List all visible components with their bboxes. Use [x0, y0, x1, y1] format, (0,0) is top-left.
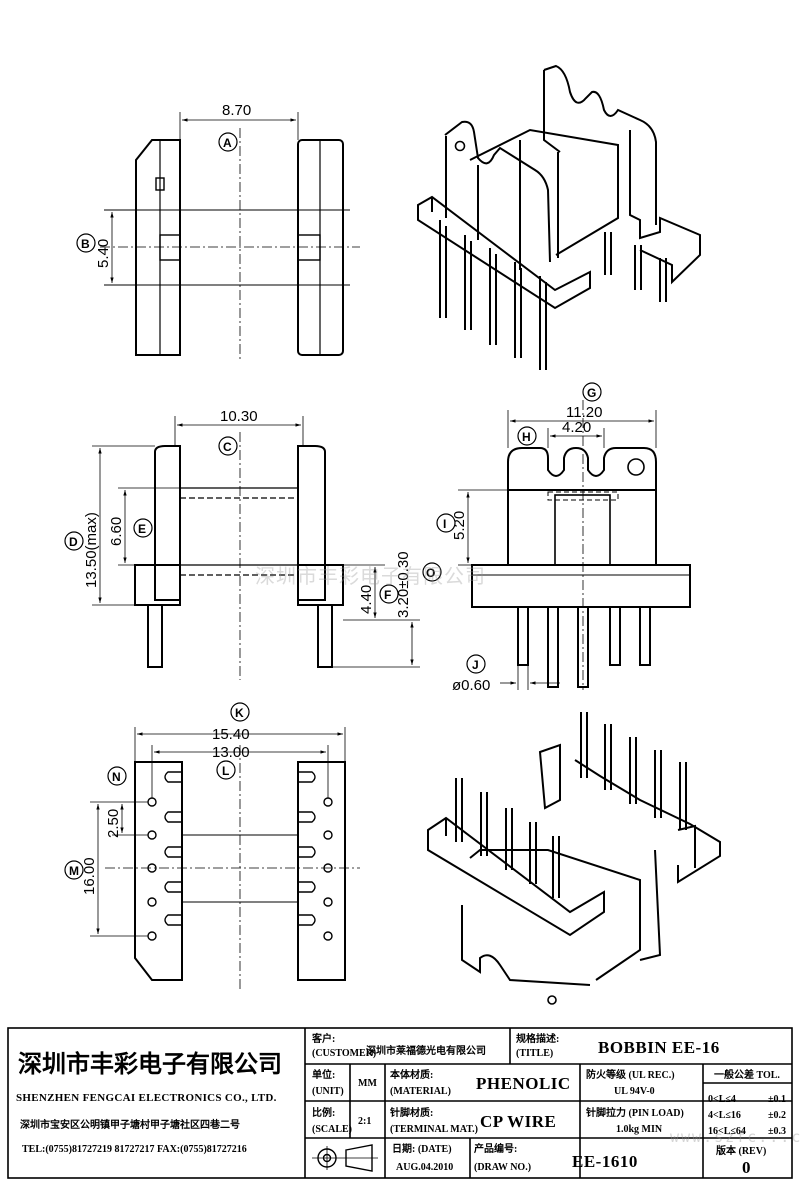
- terminal-key-en: (TERMINAL MAT.): [390, 1124, 478, 1135]
- terminal-key: 针脚材质:: [390, 1108, 434, 1119]
- material-key-en: (MATERIAL): [390, 1086, 451, 1097]
- svg-text:6.60: 6.60: [108, 517, 125, 546]
- svg-text:11.20: 11.20: [566, 404, 602, 421]
- dim-H: H 4.20: [517, 419, 591, 446]
- date-key: 日期: (DATE): [392, 1144, 452, 1155]
- front-view: [92, 416, 420, 680]
- svg-text:4.40: 4.40: [358, 585, 375, 614]
- svg-text:G: G: [587, 386, 596, 400]
- svg-text:J: J: [472, 658, 479, 672]
- customer-key: 客户:: [312, 1034, 336, 1045]
- dim-C: 10.30 C: [218, 408, 258, 456]
- drawno-key: 产品编号:: [474, 1144, 518, 1155]
- customer-key-en: (CUSTOMER): [312, 1048, 377, 1059]
- dim-L: 13.00 L: [212, 744, 250, 780]
- dim-N: N 2.50: [105, 766, 127, 838]
- tolerance-value-2: ±0.2: [768, 1110, 786, 1121]
- isometric-view-upper: [417, 64, 701, 370]
- terminal-value: CP WIRE: [480, 1112, 557, 1131]
- tolerance-value-3: ±0.3: [768, 1126, 786, 1137]
- svg-text:D: D: [69, 535, 78, 549]
- scale-key-en: (SCALE): [312, 1124, 353, 1135]
- tolerance-range-1: 0<L≤4: [708, 1094, 736, 1105]
- material-value: PHENOLIC: [476, 1074, 571, 1093]
- watermark: 深圳市丰彩电子有限公司: [255, 564, 486, 588]
- watermark-url: www.szfc...com: [670, 1128, 800, 1146]
- customer-value: 深圳市莱福德光电有限公司: [366, 1046, 486, 1057]
- title-block: 深圳市丰彩电子有限公司 SHENZHEN FENGCAI ELECTRONICS…: [10, 1028, 792, 1178]
- revision-value: 0: [742, 1158, 751, 1177]
- tolerance-range-2: 4<L≤16: [708, 1110, 741, 1121]
- top-view: [100, 112, 360, 360]
- dim-D: 13.50(max) D: [64, 512, 100, 588]
- svg-text:4.20: 4.20: [562, 419, 591, 436]
- svg-text:M: M: [69, 864, 79, 878]
- unit-key-en: (UNIT): [312, 1086, 344, 1097]
- company-name-cn: 深圳市丰彩电子有限公司: [18, 1050, 282, 1078]
- unit-key: 单位:: [312, 1070, 336, 1081]
- pinload-key: 针脚拉力 (PIN LOAD): [586, 1108, 684, 1119]
- svg-text:C: C: [223, 440, 232, 454]
- drawno-value: EE-1610: [572, 1152, 638, 1171]
- dim-O: 3.20±0.30 O: [395, 551, 442, 618]
- dim-J: J ø0.60: [452, 654, 490, 694]
- svg-text:F: F: [384, 588, 391, 602]
- svg-text:A: A: [223, 136, 232, 150]
- material-key: 本体材质:: [390, 1070, 434, 1081]
- svg-text:3.20±0.30: 3.20±0.30: [395, 551, 412, 618]
- drawno-key-en: (DRAW NO.): [474, 1162, 532, 1173]
- isometric-view-lower: [427, 712, 721, 1005]
- tolerance-value-1: ±0.1: [768, 1094, 786, 1105]
- dim-G: G 11.20: [566, 382, 602, 421]
- dim-E: 6.60 E: [108, 517, 153, 546]
- date-value: AUG.04.2010: [396, 1162, 454, 1173]
- title-key-en: (TITLE): [516, 1048, 554, 1059]
- dim-K: K 15.40: [212, 702, 250, 743]
- svg-text:L: L: [222, 764, 229, 778]
- svg-text:B: B: [81, 237, 90, 251]
- pinload-value: 1.0kg MIN: [616, 1124, 663, 1135]
- dim-I: 5.20 I: [436, 511, 468, 540]
- svg-text:13.50(max): 13.50(max): [83, 512, 100, 588]
- flame-key: 防火等级 (UL REC.): [586, 1070, 675, 1081]
- svg-text:H: H: [522, 430, 531, 444]
- svg-text:N: N: [112, 770, 121, 784]
- dim-A: 8.70 A: [218, 102, 251, 152]
- company-tel-fax: TEL:(0755)81727219 81727217 FAX:(0755)81…: [22, 1144, 247, 1155]
- tolerance-title: 一般公差 TOL.: [714, 1070, 780, 1081]
- company-name-en: SHENZHEN FENGCAI ELECTRONICS CO., LTD.: [16, 1092, 277, 1104]
- title-key: 规格描述:: [516, 1034, 560, 1045]
- scale-key: 比例:: [312, 1108, 336, 1119]
- svg-text:ø0.60: ø0.60: [452, 677, 490, 694]
- revision-key: 版本 (REV): [716, 1146, 767, 1157]
- scale-value: 2:1: [358, 1116, 372, 1127]
- svg-text:2.50: 2.50: [105, 809, 122, 838]
- svg-text:16.00: 16.00: [81, 857, 98, 895]
- title-value: BOBBIN EE-16: [598, 1038, 720, 1057]
- svg-text:5.40: 5.40: [95, 239, 112, 268]
- svg-text:E: E: [138, 522, 146, 536]
- dim-F: 4.40 F: [358, 584, 399, 614]
- svg-text:O: O: [426, 566, 435, 580]
- side-view: [458, 400, 691, 690]
- svg-text:I: I: [443, 517, 446, 531]
- svg-text:K: K: [235, 706, 244, 720]
- flame-value: UL 94V-0: [614, 1086, 655, 1097]
- unit-value: MM: [358, 1078, 377, 1089]
- svg-text:5.20: 5.20: [451, 511, 468, 540]
- tolerance-range-3: 16<L≤64: [708, 1126, 746, 1137]
- title-block-grid: [7, 1027, 793, 1179]
- svg-text:15.40: 15.40: [212, 726, 250, 743]
- dim-B: 5.40 B: [76, 233, 112, 268]
- svg-text:13.00: 13.00: [212, 744, 250, 761]
- svg-text:8.70: 8.70: [222, 102, 251, 119]
- bottom-view: [90, 727, 360, 990]
- svg-text:10.30: 10.30: [220, 408, 258, 425]
- company-address: 深圳市宝安区公明镇甲子塘村甲子塘社区四巷二号: [20, 1120, 240, 1131]
- dim-M: 16.00 M: [64, 857, 98, 895]
- dimension-labels: 8.70 A 5.40 B 10.30 C 13.50(max) D 6.60 …: [64, 102, 602, 895]
